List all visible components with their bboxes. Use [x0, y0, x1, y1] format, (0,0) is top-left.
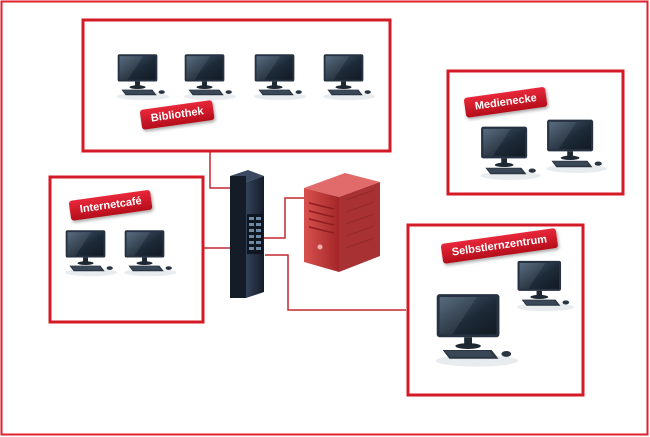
group-box-bibliothek	[83, 20, 390, 151]
network-switch-icon	[230, 170, 264, 298]
server-tower-icon	[304, 173, 380, 272]
